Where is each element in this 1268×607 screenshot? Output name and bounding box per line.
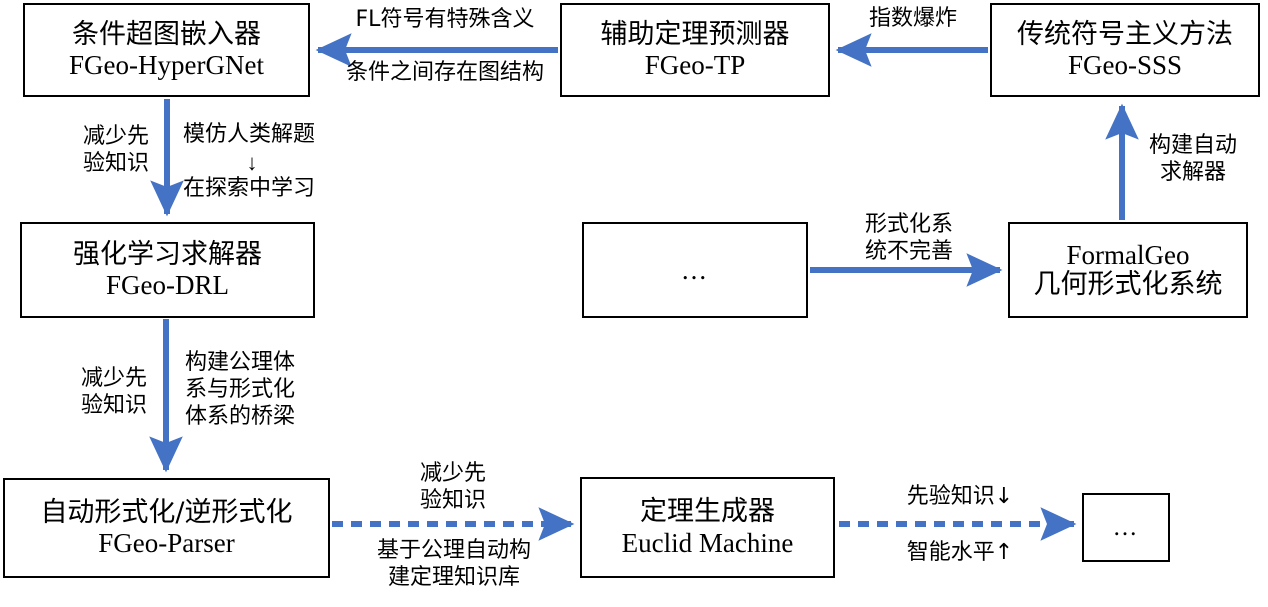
label-hypergnet-to-drl-left: 减少先 验知识 xyxy=(82,124,149,176)
node-formalgeo-line1: FormalGeo xyxy=(1066,239,1190,270)
node-ellipsis-middle[interactable]: ... xyxy=(582,222,808,318)
node-fgeo-drl[interactable]: 强化学习求解器 FGeo-DRL xyxy=(20,222,315,318)
label-euclid-to-ellipsis-above: 先验知识↓ xyxy=(906,484,1014,509)
label-euclid-to-ellipsis-below: 智能水平↑ xyxy=(906,540,1014,565)
node-sss-line1: 传统符号主义方法 xyxy=(1017,18,1233,50)
node-drl-line1: 强化学习求解器 xyxy=(73,238,262,270)
node-ellipsis-middle-label: ... xyxy=(681,254,709,285)
node-euclid-line1: 定理生成器 xyxy=(640,496,775,528)
label-tp-to-hypergnet-above: FL符号有特殊含义 xyxy=(355,7,535,32)
node-hypergnet-line2: FGeo-HyperGNet xyxy=(69,50,264,80)
node-parser-line1: 自动形式化/逆形式化 xyxy=(40,496,293,528)
node-fgeo-parser[interactable]: 自动形式化/逆形式化 FGeo-Parser xyxy=(3,478,330,578)
node-tp-line2: FGeo-TP xyxy=(644,50,746,80)
label-tp-to-hypergnet-below: 条件之间存在图结构 xyxy=(345,60,544,85)
node-euclid-line2: Euclid Machine xyxy=(621,527,794,558)
node-hypergnet-line1: 条件超图嵌入器 xyxy=(72,18,261,50)
node-fgeo-hypergnet[interactable]: 条件超图嵌入器 FGeo-HyperGNet xyxy=(23,3,310,97)
label-parser-to-euclid-below: 基于公理自动构 建定理知识库 xyxy=(376,538,531,590)
label-sss-to-tp: 指数爆炸 xyxy=(868,6,957,31)
label-parser-to-euclid-above: 减少先 验知识 xyxy=(419,461,486,513)
label-hypergnet-to-drl-right2: 在探索中学习 xyxy=(183,176,316,201)
label-drl-to-parser-left: 减少先 验知识 xyxy=(80,366,147,418)
node-fgeo-tp[interactable]: 辅助定理预测器 FGeo-TP xyxy=(560,3,830,97)
label-ellipsis-to-formalgeo: 形式化系 统不完善 xyxy=(864,212,953,264)
node-fgeo-sss[interactable]: 传统符号主义方法 FGeo-SSS xyxy=(990,3,1260,97)
node-euclid-machine[interactable]: 定理生成器 Euclid Machine xyxy=(580,477,835,578)
node-ellipsis-end-label: ... xyxy=(1113,513,1139,541)
node-ellipsis-end[interactable]: ... xyxy=(1082,493,1170,562)
node-formalgeo[interactable]: FormalGeo 几何形式化系统 xyxy=(1008,222,1248,318)
node-tp-line1: 辅助定理预测器 xyxy=(600,18,790,50)
node-drl-line2: FGeo-DRL xyxy=(106,270,229,300)
label-hypergnet-to-drl-down-arrow-icon: ↓ xyxy=(246,150,258,175)
label-hypergnet-to-drl-right: 模仿人类解题 xyxy=(183,122,316,147)
node-parser-line2: FGeo-Parser xyxy=(98,528,235,558)
label-drl-to-parser-right: 构建公理体 系与形式化 体系的桥梁 xyxy=(185,350,296,429)
node-formalgeo-line2: 几何形式化系统 xyxy=(1033,269,1223,300)
node-sss-line2: FGeo-SSS xyxy=(1067,50,1183,80)
label-formalgeo-to-sss: 构建自动 求解器 xyxy=(1148,133,1237,185)
